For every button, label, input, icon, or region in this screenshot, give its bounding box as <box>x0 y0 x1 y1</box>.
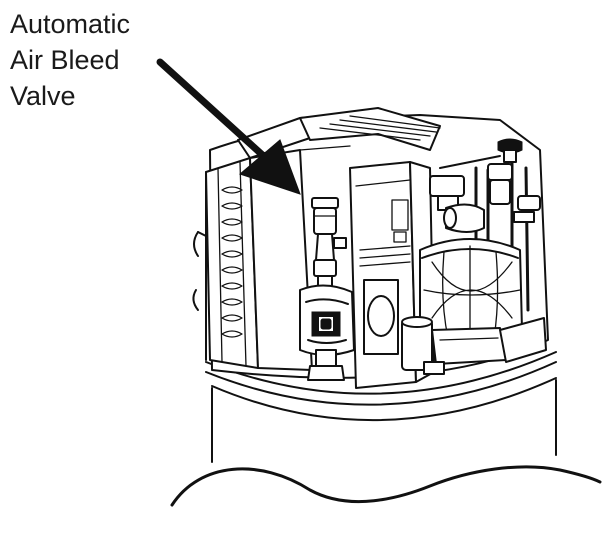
cutaway-wave-line <box>172 467 600 505</box>
callout-line-3: Valve <box>10 78 170 114</box>
evaporator-coil <box>193 158 258 368</box>
callout-label: Automatic Air Bleed Valve <box>10 6 170 114</box>
callout-line-1: Automatic <box>10 6 170 42</box>
callout-line-2: Air Bleed <box>10 42 170 78</box>
